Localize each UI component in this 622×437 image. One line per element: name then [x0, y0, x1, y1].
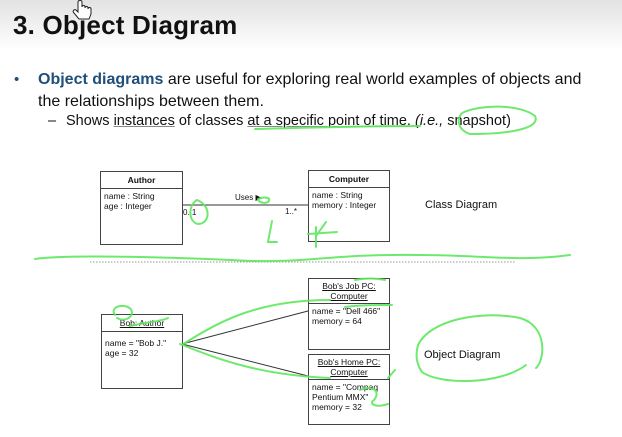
object-home-pc-name: Bob's Home PC: Computer: [309, 355, 389, 380]
sub-text-instances: instances: [113, 113, 175, 129]
object-home-pc-name-line2: Computer: [330, 367, 368, 377]
attr-home-pc-name-2: Pentium MMX": [312, 392, 369, 402]
object-job-pc-name-line2: Computer: [330, 291, 368, 301]
class-diagram-label: Class Diagram: [425, 199, 498, 211]
object-bob-name: Bob: Author: [102, 315, 182, 332]
class-author: Author name : String age : Integer: [100, 171, 183, 245]
attr-job-pc-memory: memory = 64: [312, 316, 362, 326]
object-home-pc: Bob's Home PC: Computer name = "Compaq P…: [308, 354, 390, 425]
object-job-pc: Bob's Job PC: Computer name = "Dell 466"…: [308, 278, 390, 350]
link-home-pc: [181, 343, 309, 377]
bullet-marker: •: [14, 71, 20, 88]
object-job-pc-name: Bob's Job PC: Computer: [309, 279, 389, 304]
attr-author-age: age : Integer: [104, 201, 152, 211]
object-diagram-label: Object Diagram: [424, 349, 501, 361]
sub-text-ie: (i.e.,: [410, 113, 444, 129]
multiplicity-left: 0..1: [183, 208, 197, 217]
association-label: Uses ▶: [235, 193, 262, 202]
object-job-pc-name-line1: Bob's Job PC:: [322, 281, 376, 291]
object-home-pc-name-line1: Bob's Home PC:: [317, 357, 381, 367]
class-author-name: Author: [101, 172, 182, 189]
attr-home-pc-memory: memory = 32: [312, 402, 362, 412]
bullet-text: Object diagrams are useful for exploring…: [38, 69, 608, 113]
attr-job-pc-name: name = "Dell 466": [312, 306, 381, 316]
slide-header: 3. Object Diagram: [0, 0, 622, 50]
attr-home-pc-name-1: name = "Compaq: [312, 382, 379, 392]
dash-marker: –: [48, 113, 57, 129]
sub-text-prefix: Shows: [66, 113, 114, 129]
attr-bob-age: age = 32: [105, 348, 139, 358]
term-object-diagrams: Object diagrams: [38, 71, 164, 88]
attr-author-name: name : String: [104, 191, 155, 201]
object-bob: Bob: Author name = "Bob J." age = 32: [101, 314, 183, 389]
attr-computer-memory: memory : Integer: [312, 200, 377, 210]
slide-title: 3. Object Diagram: [13, 10, 238, 40]
link-job-pc: [181, 310, 309, 345]
attr-bob-name: name = "Bob J.": [105, 338, 167, 348]
attr-computer-name: name : String: [312, 190, 363, 200]
class-computer-name: Computer: [309, 171, 389, 188]
multiplicity-right: 1..*: [285, 207, 298, 216]
sub-text-middle: of classes: [174, 113, 248, 129]
bullet-body: are useful for exploring real world exam…: [38, 71, 582, 110]
class-computer: Computer name : String memory : Integer: [308, 170, 390, 242]
